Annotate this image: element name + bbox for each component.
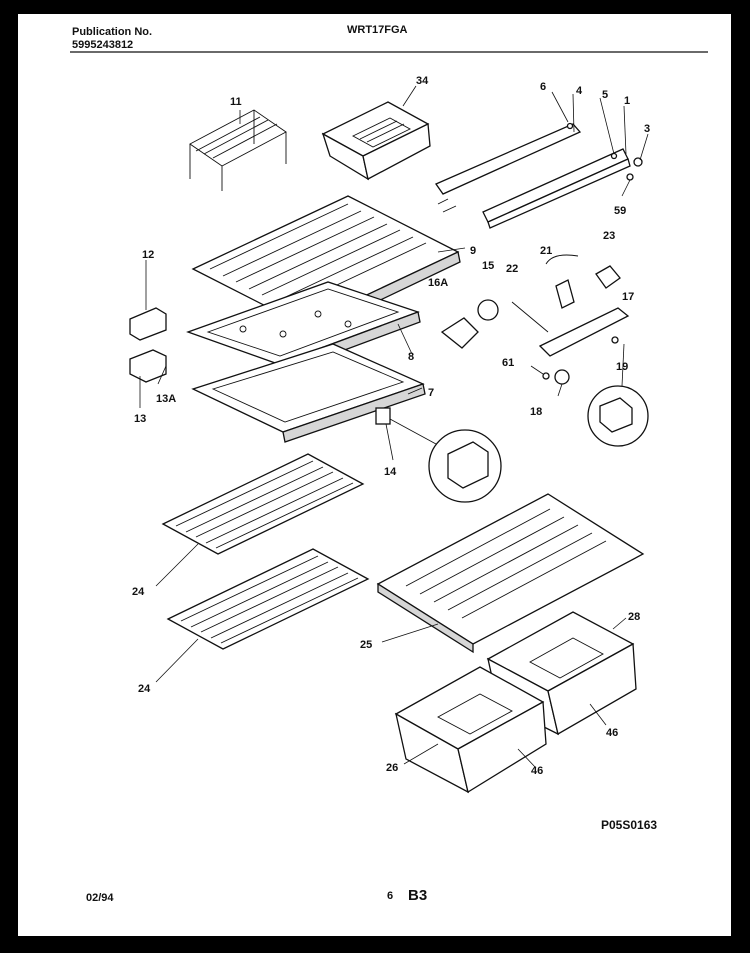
label-17: 17 [622,291,634,303]
label-14: 14 [384,466,397,478]
part-13-bracket [129,349,167,383]
label-5: 5 [602,89,608,101]
label-6: 6 [540,81,546,93]
part-3-washer [633,157,643,167]
label-13: 13 [134,413,146,425]
label-15: 15 [482,260,494,272]
part-61-screw [542,372,550,380]
part-23-thermostat [595,265,621,289]
label-11: 11 [230,96,242,108]
label-1: 1 [624,95,630,107]
part-26-crisper-drawer [394,666,547,794]
label-4: 4 [576,85,583,97]
part-21-switch [555,279,575,309]
part-12-bracket [129,307,167,341]
label-61: 61 [502,357,514,369]
label-16A: 16A [428,277,448,289]
label-18: 18 [530,406,542,418]
label-21: 21 [540,245,552,257]
leader-lines [139,85,649,769]
part-25-glass-shelf [376,493,645,654]
label-24-lower: 24 [138,683,151,695]
exploded-parts-diagram: 11 34 6 4 5 1 3 59 9 12 16A 15 22 21 23 … [70,51,708,794]
part-7-crisper-cover [191,343,426,443]
model-number: WRT17FGA [347,24,408,36]
label-34: 34 [416,75,429,87]
part-21-wire [545,254,579,265]
label-28: 28 [628,611,640,623]
part-17-housing [538,307,630,357]
label-23: 23 [603,230,615,242]
drawing-code: P05S0163 [601,818,658,832]
part-18-knob [554,369,570,385]
label-22: 22 [506,263,518,275]
label-19: 19 [616,361,628,373]
label-25: 25 [360,639,372,651]
label-8: 8 [408,351,414,363]
parts-diagram-sheet: Publication No. 5995243812 WRT17FGA [18,14,731,936]
publication-number: 5995243812 [72,39,134,51]
label-26: 26 [386,762,398,774]
part-4-rail [435,122,582,213]
part-labels: 11 34 6 4 5 1 3 59 9 12 16A 15 22 21 23 … [132,75,650,777]
part-11-wire-rack [189,109,287,191]
label-46-left: 46 [531,765,543,777]
section-code: B3 [408,887,428,904]
part-24-wire-shelf-upper [161,453,365,555]
part-16A-socket [440,317,479,349]
part-24-wire-shelf-lower [166,548,370,650]
part-15-bulb [477,299,499,321]
part-14-clip [375,407,391,425]
label-24-upper: 24 [132,586,145,598]
label-13A: 13A [156,393,176,405]
label-9: 9 [470,245,476,257]
part-22-rod [511,301,549,333]
publication-label: Publication No. [72,26,153,38]
page-number: 6 [387,890,394,902]
label-3: 3 [644,123,650,135]
label-12: 12 [142,249,154,261]
label-59: 59 [614,205,626,217]
part-34-ice-bin [321,101,431,181]
label-46-right: 46 [606,727,618,739]
footer-date: 02/94 [86,892,114,904]
label-7: 7 [428,387,434,399]
part-59-screw [626,173,634,181]
